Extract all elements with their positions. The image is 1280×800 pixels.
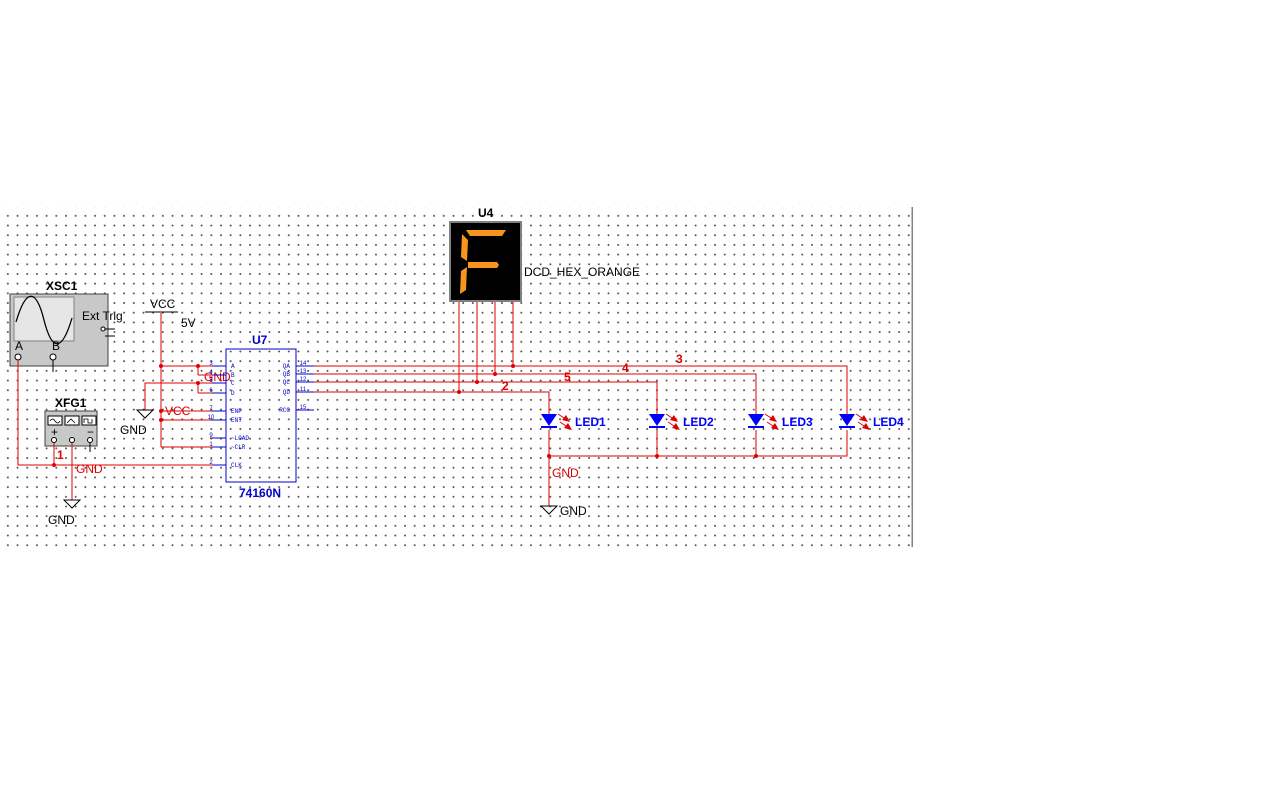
counter-ref: U7 xyxy=(252,333,268,347)
gnd-label-3: GND xyxy=(560,504,587,518)
led-triangle xyxy=(649,414,665,426)
net-label-vcc: VCC xyxy=(165,404,191,418)
counter-pin-number: 15 xyxy=(300,405,307,411)
counter-part: 74160N xyxy=(239,486,281,500)
led-triangle xyxy=(541,414,557,426)
net-label-gnd-a: GND xyxy=(204,370,231,384)
counter-body xyxy=(225,348,297,483)
led-4[interactable]: LED4 xyxy=(839,413,904,430)
fgen-ref: XFG1 xyxy=(55,396,87,410)
net-2: 2 xyxy=(502,379,509,393)
function-generator-xfg1[interactable]: XFG1 + − xyxy=(44,396,98,452)
scope-ref: XSC1 xyxy=(46,279,78,293)
net-1: 1 xyxy=(57,448,64,462)
led-ray-arrow xyxy=(562,415,570,422)
counter-pin-name: ENT xyxy=(231,417,242,424)
schematic-canvas[interactable]: XSC1 Ext Trig A B XFG1 + − xyxy=(0,207,913,547)
counter-pin-number: 12 xyxy=(300,377,307,383)
counter-pin-number: 6 xyxy=(209,388,213,394)
counter-pin-name: D xyxy=(231,390,235,397)
led-label: LED4 xyxy=(873,415,904,429)
net-label-gnd-c: GND xyxy=(76,462,103,476)
counter-pin-number: 3 xyxy=(209,361,213,367)
leds: LED1 LED2 LED3 LED4 xyxy=(541,413,904,430)
led-label: LED1 xyxy=(575,415,606,429)
led-label: LED3 xyxy=(782,415,813,429)
wires xyxy=(17,300,848,506)
led-1[interactable]: LED1 xyxy=(541,413,606,430)
counter-pins: 3 A 4 B 5 C 6 D 7 ENP 10 ENT 9 ~LOAD 1 ~CLR 2 CLK 14 QA 13 QB… xyxy=(208,361,314,469)
net-5: 5 xyxy=(564,370,571,384)
ground-symbols xyxy=(62,409,559,515)
counter-pin-name: QA xyxy=(283,363,291,370)
counter-pin-number: 5 xyxy=(209,378,213,384)
counter-pin-number: 11 xyxy=(300,387,307,393)
counter-pin-name: QD xyxy=(283,389,291,396)
counter-pin-name: B xyxy=(231,372,235,379)
net-labels: GND VCC GND GND 1 2 3 4 5 xyxy=(57,352,683,480)
counter-u7[interactable]: U7 74160N 3 A 4 B 5 C 6 D 7 ENP 10 ENT 9 ~LOAD 1 ~CLR 2 C… xyxy=(208,333,314,500)
display-part: DCD_HEX_ORANGE xyxy=(524,265,640,279)
net-label-gnd-d: GND xyxy=(552,466,579,480)
net-4: 4 xyxy=(622,361,629,375)
net-3: 3 xyxy=(676,352,683,366)
counter-pin-name: A xyxy=(231,363,235,370)
led-ray-arrow xyxy=(771,423,779,430)
led-2[interactable]: LED2 xyxy=(649,413,714,430)
vcc-label: VCC xyxy=(150,297,176,311)
counter-pin-name: C xyxy=(231,380,235,387)
scope-ch-a: A xyxy=(15,339,23,353)
counter-pin-number: 13 xyxy=(300,369,307,375)
counter-pin-number: 1 xyxy=(209,442,213,448)
counter-pin-name: CLK xyxy=(231,462,242,469)
led-ray-arrow xyxy=(860,415,868,422)
led-3[interactable]: LED3 xyxy=(748,413,813,430)
counter-pin-number: 2 xyxy=(209,460,213,466)
led-triangle xyxy=(748,414,764,426)
led-label: LED2 xyxy=(683,415,714,429)
counter-pin-name: ~CLR xyxy=(231,444,246,451)
counter-pin-name: RCO xyxy=(279,407,290,414)
counter-pin-name: ENP xyxy=(231,408,242,415)
gnd-label-1: GND xyxy=(48,513,75,527)
hex-display-u4[interactable]: U4 DCD_HEX_ORANGE xyxy=(449,207,640,302)
led-ray-arrow xyxy=(862,423,870,430)
counter-pin-name: QB xyxy=(283,371,291,378)
display-segments xyxy=(460,230,506,294)
counter-pin-number: 7 xyxy=(209,406,213,412)
counter-pin-name: ~LOAD xyxy=(231,435,249,442)
counter-pin-number: 14 xyxy=(300,361,307,367)
vcc-symbol: VCC 5V xyxy=(145,297,196,330)
junctions xyxy=(52,364,758,467)
scope-waveform xyxy=(15,295,73,345)
led-triangle xyxy=(839,414,855,426)
led-ray-arrow xyxy=(769,415,777,422)
scope-ch-b: B xyxy=(52,339,60,353)
counter-pin-number: 10 xyxy=(208,415,215,421)
counter-pin-number: 4 xyxy=(209,370,213,376)
gnd-label-2: GND xyxy=(120,423,147,437)
scope-ext-trig: Ext Trig xyxy=(82,309,123,323)
display-ref: U4 xyxy=(478,207,494,220)
led-ray-arrow xyxy=(670,415,678,422)
svg-text:+: + xyxy=(51,425,58,439)
oscilloscope-xsc1[interactable]: XSC1 Ext Trig A B xyxy=(9,279,123,372)
counter-pin-number: 9 xyxy=(209,433,213,439)
counter-pin-name: QC xyxy=(283,379,291,386)
schematic-svg: XSC1 Ext Trig A B XFG1 + − xyxy=(9,207,913,547)
svg-text:−: − xyxy=(87,425,94,439)
led-ray-arrow xyxy=(564,423,572,430)
led-ray-arrow xyxy=(672,423,680,430)
vcc-value: 5V xyxy=(181,316,196,330)
